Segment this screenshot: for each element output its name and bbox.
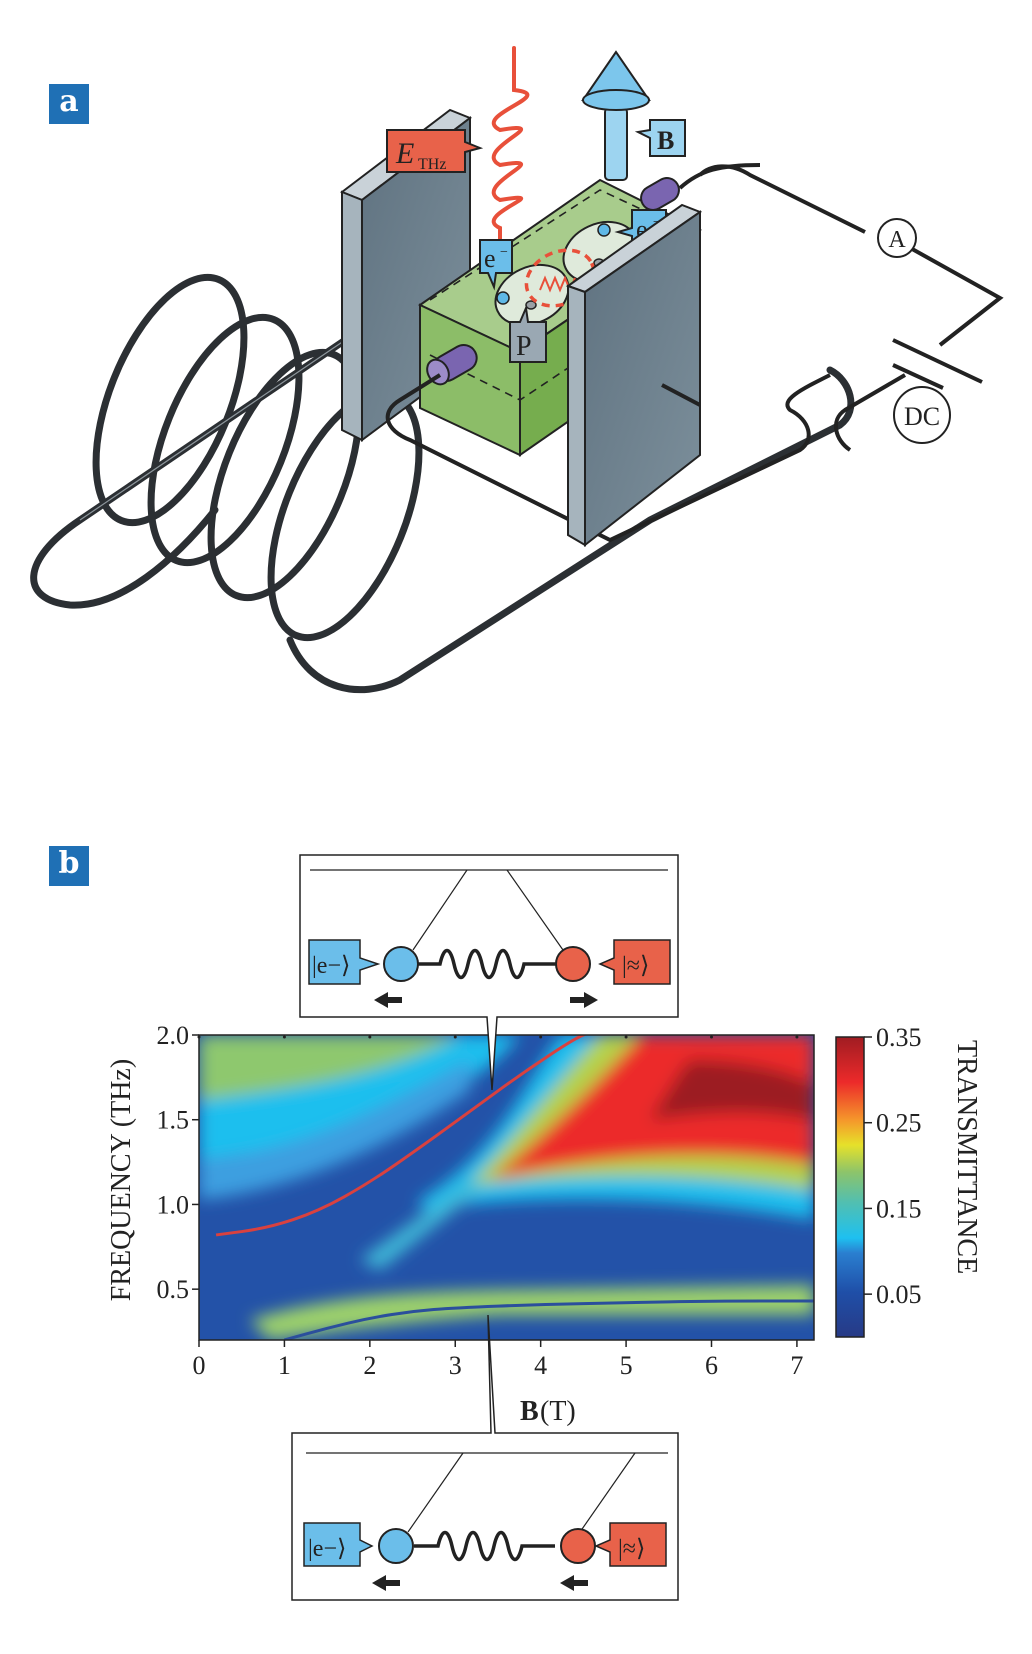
panel-b-label: b	[49, 846, 89, 886]
x-axis-label-bold: B	[520, 1396, 539, 1427]
x-tick-label: 7	[790, 1351, 803, 1380]
upper-inset: |e−⟩ |≈⟩	[299, 854, 679, 1091]
colorbar-tick-label: 0.05	[876, 1280, 922, 1309]
panel-a-label: a	[49, 84, 89, 124]
y-axis: 0.5 1.0 1.5 2.0	[157, 1021, 199, 1304]
colorbar-ticks: 0.05 0.15 0.25 0.35	[864, 1023, 922, 1309]
lower-inset-electron-state: |e−⟩	[308, 1536, 346, 1562]
lower-inset: |e−⟩ |≈⟩	[291, 1314, 679, 1601]
arrow-left-icon	[372, 1575, 400, 1591]
x-tick-top	[197, 1035, 201, 1039]
svg-text:DC: DC	[904, 402, 940, 431]
electron-mass	[378, 1528, 414, 1564]
arrow-left-icon	[560, 1575, 588, 1591]
impurity-label: P	[509, 304, 547, 363]
x-tick-label: 1	[278, 1351, 291, 1380]
lower-polariton-fit-curve	[284, 1299, 814, 1340]
svg-text:−: −	[500, 245, 508, 260]
upper-polariton-fit-curve	[215, 1035, 588, 1237]
electron-mass	[383, 946, 419, 982]
x-tick-label: 3	[449, 1351, 462, 1380]
colorbar	[835, 1036, 865, 1338]
y-axis-label: FREQUENCY (THz)	[106, 1059, 137, 1301]
svg-text:e: e	[636, 215, 648, 244]
arrow-left-icon	[374, 992, 402, 1008]
x-axis: 0 1 2 3 4 5 6 7	[193, 1035, 803, 1380]
colorbar-tick-label: 0.35	[876, 1023, 922, 1052]
panel-a-diagram: E THz B	[30, 46, 1004, 694]
phonon-mass	[555, 946, 591, 982]
lower-inset-phonon-state: |≈⟩	[618, 1536, 645, 1562]
thz-wave	[491, 46, 530, 250]
heatmap	[199, 1035, 814, 1340]
x-tick-top	[710, 1035, 713, 1039]
capacitor-plate-right	[565, 203, 703, 548]
b-field-arrow	[581, 50, 651, 181]
upper-inset-electron-state: |e−⟩	[312, 953, 350, 979]
x-tick-top	[795, 1035, 799, 1039]
svg-text:P: P	[516, 331, 532, 362]
orbit-left	[494, 263, 570, 327]
svg-text:E: E	[395, 137, 414, 170]
electron-label-left: e −	[479, 239, 513, 291]
x-tick-top	[539, 1035, 543, 1039]
svg-text:THz: THz	[418, 156, 446, 173]
dc-source-symbol	[892, 338, 983, 390]
x-tick-label: 5	[620, 1351, 633, 1380]
e-thz-label: E THz	[386, 129, 484, 173]
circuit-wires	[698, 164, 1004, 452]
x-tick-label: 6	[705, 1351, 718, 1380]
y-tick-label: 1.0	[157, 1190, 190, 1219]
y-tick-label: 2.0	[157, 1021, 190, 1050]
ammeter: A	[877, 218, 917, 258]
svg-text:e: e	[484, 244, 496, 273]
x-tick-top	[282, 1035, 286, 1039]
y-tick-label: 1.5	[157, 1106, 190, 1135]
arrow-right-icon	[570, 992, 598, 1008]
colorbar-tick-label: 0.15	[876, 1194, 922, 1223]
x-tick-top	[453, 1035, 457, 1039]
colorbar-label: TRANSMITTANCE	[951, 1040, 982, 1274]
dc-source: DC	[893, 386, 951, 444]
contact-front	[385, 344, 831, 543]
x-tick-label: 4	[534, 1351, 547, 1380]
x-tick-label: 2	[363, 1351, 376, 1380]
b-field-label: B	[634, 119, 686, 157]
svg-text:A: A	[888, 227, 906, 253]
plot-frame	[198, 1034, 815, 1341]
x-tick-top	[368, 1035, 372, 1039]
x-axis-label-unit: (T)	[540, 1396, 576, 1427]
upper-inset-phonon-state: |≈⟩	[622, 953, 649, 979]
x-tick-top	[624, 1035, 628, 1039]
y-tick-label: 0.5	[157, 1275, 190, 1304]
colorbar-tick-label: 0.25	[876, 1109, 922, 1138]
x-tick-label: 0	[193, 1351, 206, 1380]
coil-wire	[30, 273, 855, 694]
svg-text:B: B	[657, 126, 674, 155]
phonon-mass	[560, 1528, 596, 1564]
